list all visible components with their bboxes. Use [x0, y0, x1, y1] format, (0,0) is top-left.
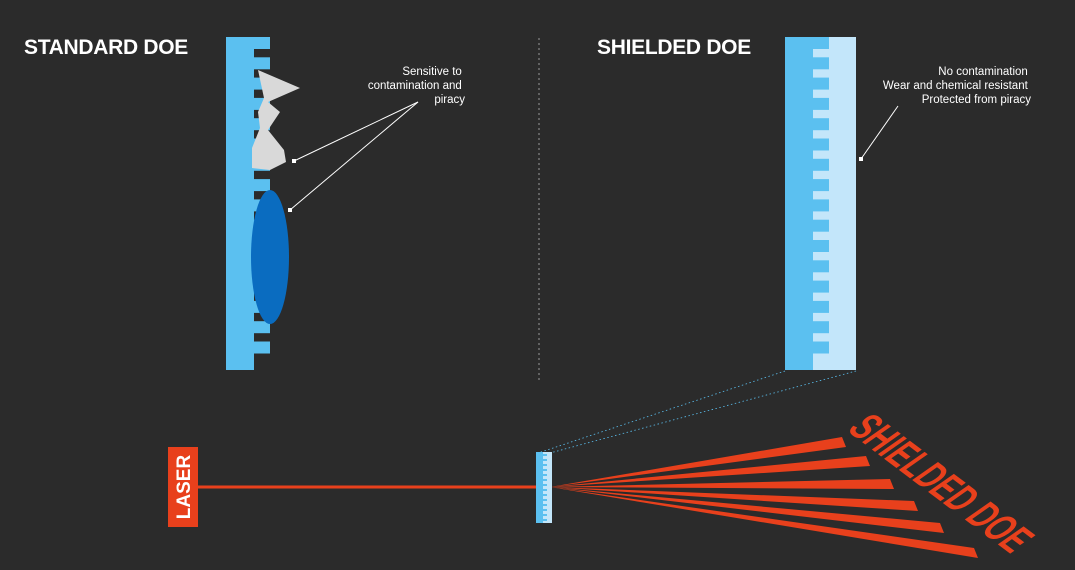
oil-contamination — [251, 190, 289, 324]
grating-tooth — [254, 57, 270, 70]
shielded-doe-title: SHIELDED DOE — [597, 36, 751, 59]
grating-tooth — [543, 519, 547, 521]
grating-tooth — [254, 37, 270, 49]
grating-tooth — [813, 57, 829, 70]
grating-tooth — [813, 219, 829, 232]
grating-tooth — [813, 138, 829, 151]
grating-tooth — [813, 260, 829, 273]
shielded-doe-note: No contamination Wear and chemical resis… — [883, 66, 1031, 106]
grating-tooth — [813, 97, 829, 110]
grating-tooth — [813, 179, 829, 192]
grating-tooth — [543, 514, 547, 516]
grating-tooth — [813, 199, 829, 212]
grating-tooth — [813, 300, 829, 313]
standard-doe-note: Sensitive to contamination and piracy — [368, 66, 465, 106]
grating-tooth — [543, 499, 547, 501]
grating-tooth — [543, 489, 547, 491]
grating-tooth — [254, 179, 270, 192]
shielded-note-leader — [859, 105, 899, 161]
zoom-guide-lines — [537, 370, 857, 454]
grating-tooth — [813, 118, 829, 131]
grating-tooth — [543, 494, 547, 496]
shielded-doe-teeth — [813, 37, 829, 354]
laser-source: LASER — [168, 447, 198, 527]
standard-doe-title: STANDARD DOE — [24, 36, 188, 59]
shielded-doe-plate — [785, 37, 856, 370]
leader-dot — [292, 159, 296, 163]
grating-tooth — [543, 474, 547, 476]
grating-tooth — [813, 341, 829, 354]
leader-dot — [288, 208, 292, 212]
grating-tooth — [543, 459, 547, 461]
grating-tooth — [813, 37, 829, 49]
grating-tooth — [813, 321, 829, 334]
grating-tooth — [543, 509, 547, 511]
diffracted-beams — [550, 437, 978, 558]
grating-tooth — [543, 504, 547, 506]
laser-label: LASER — [174, 455, 195, 520]
grating-tooth — [254, 341, 270, 354]
grating-tooth — [543, 484, 547, 486]
grating-tooth — [813, 77, 829, 90]
grating-tooth — [813, 158, 829, 171]
grating-tooth — [543, 469, 547, 471]
small-shielded-doe — [536, 452, 552, 523]
grating-tooth — [254, 321, 270, 334]
grating-tooth — [813, 280, 829, 293]
grating-tooth — [543, 479, 547, 481]
dust-contamination — [252, 70, 300, 170]
grating-tooth — [813, 240, 829, 252]
grating-tooth — [543, 464, 547, 466]
grating-tooth — [543, 454, 547, 456]
standard-note-leaders — [289, 101, 419, 211]
